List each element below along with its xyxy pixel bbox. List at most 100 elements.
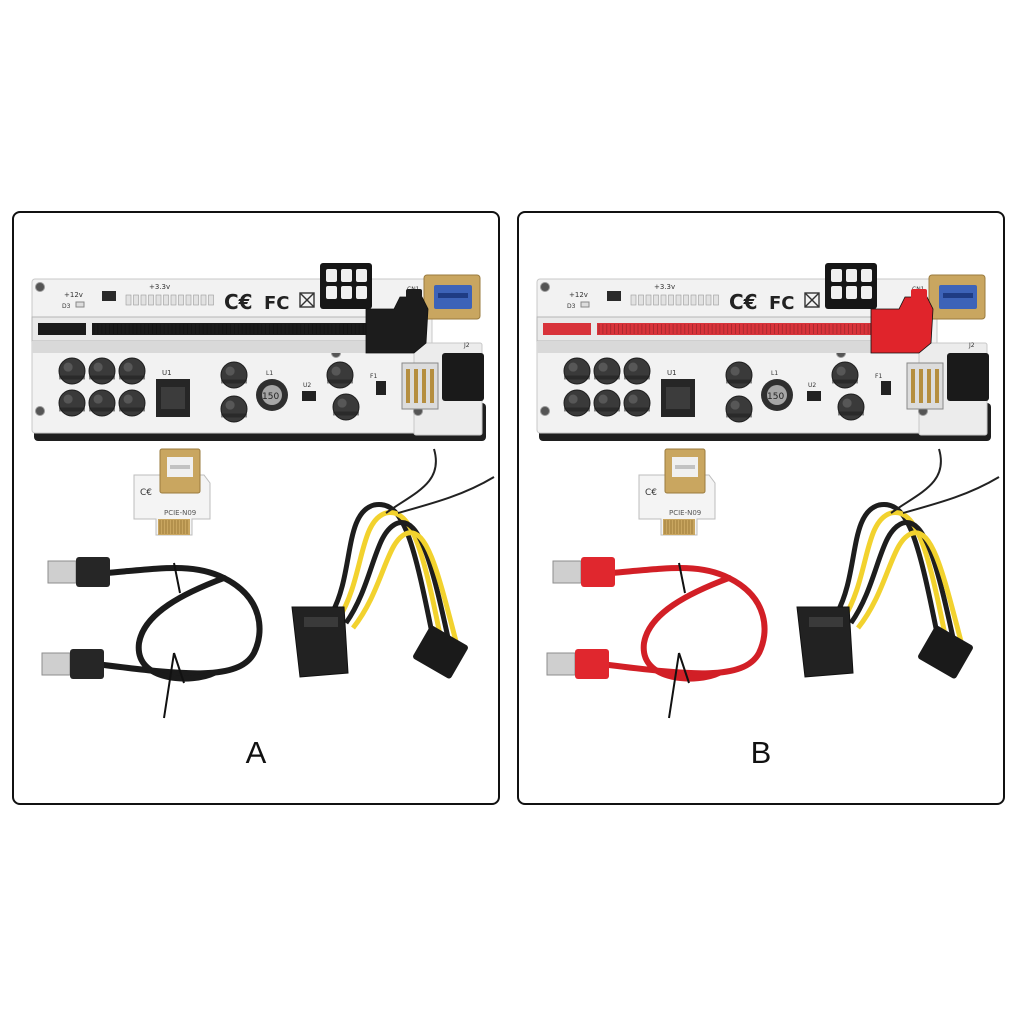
slot-retention-clip [870, 289, 934, 354]
capacitor [88, 357, 116, 385]
riser-kit-illustration-b: +12vD3+3.3vC€FCCN1U1150L1U2F1J2C€PCIE-N0… [536, 263, 1000, 719]
status-led [185, 294, 192, 306]
power-wire [834, 501, 942, 644]
pin [430, 369, 434, 403]
label-l1: L1 [266, 370, 273, 377]
label-u2: U2 [808, 382, 816, 389]
usb-plug-housing [76, 557, 110, 587]
label-l1: L1 [771, 370, 778, 377]
status-led [653, 294, 659, 306]
mounting-hole [540, 406, 550, 416]
capacitor [563, 389, 591, 417]
capacitor-cluster-mid [725, 361, 753, 423]
led-d3 [580, 301, 590, 308]
twist-tie [173, 562, 181, 594]
capacitor [326, 361, 354, 389]
capacitor-cluster-left [563, 357, 651, 417]
pin-socket [341, 286, 352, 299]
chip-u2 [807, 391, 821, 401]
label-f1: F1 [370, 373, 377, 380]
status-led [193, 294, 199, 306]
usb-plug-metal [552, 560, 582, 584]
fuse-f1 [881, 381, 891, 395]
twist-tie [678, 562, 686, 594]
inductor-value-label: 150 [767, 392, 784, 402]
capacitor [118, 357, 146, 385]
label-d3: D3 [62, 303, 71, 310]
tie-wire [890, 448, 942, 514]
slot-base [537, 341, 883, 353]
sata-power-cable [291, 448, 495, 679]
eeprom-chip [607, 291, 621, 301]
usb-plug-metal [546, 652, 576, 676]
fuse-f1 [376, 381, 386, 395]
fcc-mark: FC [264, 293, 290, 314]
label-u1: U1 [667, 369, 677, 377]
usb-cable-loop [606, 565, 768, 677]
label-u2: U2 [303, 382, 311, 389]
product-variant-b-panel: +12vD3+3.3vC€FCCN1U1150L1U2F1J2C€PCIE-N0… [517, 211, 1005, 805]
status-led [713, 294, 719, 306]
twist-tie [163, 652, 185, 719]
capacitor [220, 395, 248, 423]
capacitor [332, 393, 360, 421]
slot-base [32, 341, 378, 353]
weee-icon [299, 292, 315, 308]
pin [935, 369, 939, 403]
product-variant-a-panel: +12vD3+3.3vC€FCCN1U1150L1U2F1J2C€PCIE-N0… [12, 211, 500, 805]
side-power-connector [906, 353, 989, 410]
usb-plug-housing [581, 557, 615, 587]
usb-plug-housing [575, 649, 609, 679]
fcc-mark: FC [769, 293, 795, 314]
status-led [133, 294, 139, 306]
usb-cable-loop-2 [640, 575, 732, 682]
pcie-6pin-plug [918, 625, 973, 679]
label-12v: +12v [569, 291, 588, 299]
status-led [698, 294, 704, 306]
capacitor [623, 357, 651, 385]
power-wire [351, 530, 461, 650]
slot-retention-clip [365, 289, 429, 354]
capacitor [623, 389, 651, 417]
side-power-connector [401, 353, 484, 410]
led-d3 [75, 301, 85, 308]
ce-mark: C€ [224, 290, 253, 314]
power-wire [343, 520, 453, 648]
capacitor [58, 357, 86, 385]
pcie-x16-slot [31, 316, 379, 353]
pin [919, 369, 923, 403]
pcie-x16-slot [536, 316, 884, 353]
riser-kit-illustration-a: +12vD3+3.3vC€FCCN1U1150L1U2F1J2C€PCIE-N0… [31, 263, 495, 719]
status-led [170, 294, 177, 306]
status-led [148, 294, 154, 306]
capacitor [593, 389, 621, 417]
status-led [675, 294, 682, 306]
capacitor-cluster-mid [220, 361, 248, 423]
usb-plug-metal [41, 652, 71, 676]
power-wire [856, 530, 966, 650]
pin-socket [341, 269, 352, 282]
capacitor [58, 389, 86, 417]
power-wire [329, 501, 437, 644]
status-led [163, 294, 169, 306]
status-led [208, 294, 214, 306]
adapter-marking: PCIE-N09 [669, 509, 701, 517]
status-led [683, 294, 689, 306]
pcie-x1-adapter: C€PCIE-N09 [133, 448, 211, 536]
pin-socket [846, 269, 857, 282]
regulator-u1 [156, 379, 190, 417]
status-led [140, 294, 147, 306]
chip-u2 [302, 391, 316, 401]
ce-mark: C€ [729, 290, 758, 314]
adapter-marking: PCIE-N09 [164, 509, 196, 517]
pin-socket [861, 269, 872, 282]
sata-power-cable [796, 448, 1000, 679]
slot-key-short [543, 323, 591, 335]
status-led [155, 294, 162, 306]
status-led [660, 294, 667, 306]
pin-socket [356, 286, 367, 299]
eeprom-chip [102, 291, 116, 301]
pin [927, 369, 931, 403]
status-led [178, 294, 184, 306]
